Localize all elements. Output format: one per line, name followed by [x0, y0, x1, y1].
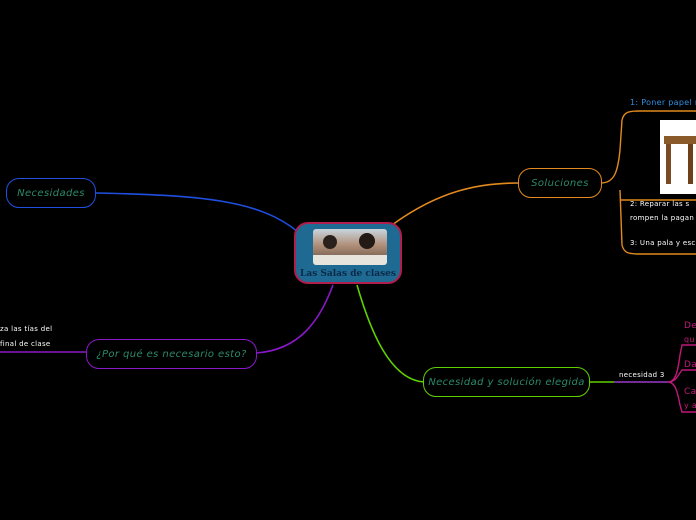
connector-necesidad-3[interactable]: necesidad 3: [619, 371, 665, 379]
node-necesidades[interactable]: Necesidades: [6, 178, 96, 208]
elegida-item-1[interactable]: De: [684, 321, 696, 331]
table-leg-left: [666, 144, 671, 184]
line-necesidades: [95, 193, 298, 232]
solucion-item-1[interactable]: 1: Poner papel ma: [630, 98, 696, 107]
node-porque-label: ¿Por qué es necesario esto?: [96, 349, 246, 360]
porque-item-line2[interactable]: final de clase: [0, 340, 51, 348]
node-soluciones-label: Soluciones: [531, 178, 589, 189]
line-elegida: [357, 285, 424, 382]
line-soluciones: [392, 183, 518, 225]
elegida-item-2[interactable]: Da: [684, 360, 696, 370]
table-leg-right: [688, 144, 693, 184]
child-figure-left: [323, 235, 337, 249]
porque-item-line1[interactable]: za las tías del: [0, 325, 52, 333]
node-necesidades-label: Necesidades: [17, 188, 85, 199]
node-soluciones[interactable]: Soluciones: [518, 168, 602, 198]
solucion-item-2-line2[interactable]: rompen la pagan: [630, 214, 694, 222]
node-elegida[interactable]: Necesidad y solución elegida: [423, 367, 590, 397]
desk-shape: [313, 255, 387, 265]
node-porque[interactable]: ¿Por qué es necesario esto?: [86, 339, 257, 369]
central-topic-title: Las Salas de clases: [296, 269, 400, 279]
solucion-item-3[interactable]: 3: Una pala y esco: [630, 239, 696, 247]
solucion-item-2-line1[interactable]: 2: Reparar las s: [630, 200, 689, 208]
node-elegida-label: Necesidad y solución elegida: [428, 377, 585, 388]
classroom-photo: [313, 229, 387, 265]
elegida-item-1-sub[interactable]: qu: [684, 335, 695, 344]
elegida-item-3[interactable]: Ca: [684, 387, 696, 397]
child-figure-right: [359, 233, 375, 249]
table-image: [660, 120, 696, 194]
elegida-item-3-sub[interactable]: y a: [684, 401, 696, 410]
table-top: [664, 136, 696, 144]
line-porque: [256, 285, 333, 353]
central-topic[interactable]: Las Salas de clases: [294, 222, 402, 284]
